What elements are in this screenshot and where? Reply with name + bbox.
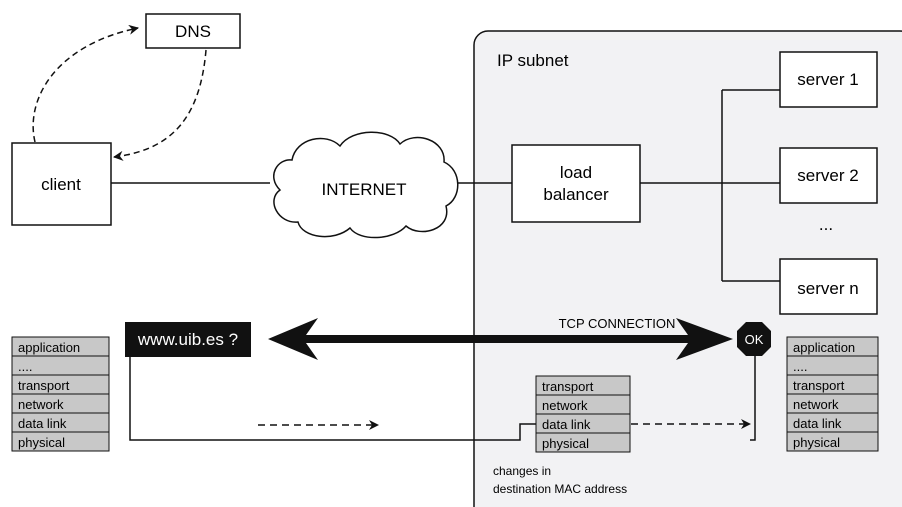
stack-layer-label: physical: [18, 435, 65, 450]
servers-ellipsis: ...: [819, 215, 833, 234]
server-n-box: [779, 258, 878, 315]
stack-layer-label: data link: [793, 416, 842, 431]
stack-layer-label: network: [793, 397, 839, 412]
tcp-connection-label: TCP CONNECTION: [559, 316, 676, 331]
server-protocol-stack: application.... transport network data link…: [786, 336, 879, 452]
client-label: client: [41, 175, 81, 194]
stack-layer-label: application: [18, 340, 80, 355]
query-label: www.uib.es ?: [137, 330, 238, 349]
stack-layer-label: application: [793, 340, 855, 355]
query-label-box: [125, 322, 251, 357]
dns-box: [145, 13, 241, 49]
stack-layer-box: [786, 431, 879, 452]
stack-layer-label: network: [542, 398, 588, 413]
internet-cloud: [273, 131, 459, 239]
stack-layer-box: [535, 432, 631, 453]
ip-subnet-label: IP subnet: [497, 51, 569, 70]
internet-label: INTERNET: [322, 180, 407, 199]
stack-layer-label: network: [18, 397, 64, 412]
note-line-1: changes in: [493, 464, 551, 478]
stack-layer-label: data link: [18, 416, 67, 431]
stack-layer-label: data link: [542, 417, 591, 432]
client-protocol-stack: application.... transport network data link…: [11, 336, 110, 452]
stack-layer-label: physical: [542, 436, 589, 451]
balancer-protocol-stack: transport network data link physical: [535, 375, 631, 453]
client-box: [11, 142, 112, 226]
server-n-label: server n: [797, 279, 858, 298]
load-balancer-label-line1: load: [560, 163, 592, 182]
ok-label: OK: [745, 332, 764, 347]
packet-path-to-server: [750, 356, 756, 441]
stack-layer-label: ....: [793, 359, 807, 374]
tcp-connection-arrow: [268, 318, 733, 360]
stack-layer-label: transport: [793, 378, 845, 393]
ok-badge: [737, 322, 771, 356]
dns-query-arrow: [32, 24, 139, 143]
note-line-2: destination MAC address: [493, 482, 627, 496]
stack-layer-box: [11, 431, 110, 452]
dns-response-arrow: [113, 49, 207, 161]
load-balancer-box: [511, 144, 641, 223]
dns-label: DNS: [175, 22, 211, 41]
packet-path-client-to-balancer: [129, 357, 536, 441]
stack-layer-label: transport: [542, 379, 594, 394]
stack-layer-label: transport: [18, 378, 70, 393]
server-2-box: [779, 147, 878, 204]
load-balancer-label-line2: balancer: [543, 185, 609, 204]
stack-layer-label: physical: [793, 435, 840, 450]
stack-layer-label: ....: [18, 359, 32, 374]
server-1-label: server 1: [797, 70, 858, 89]
server-1-box: [779, 51, 878, 108]
server-2-label: server 2: [797, 166, 858, 185]
